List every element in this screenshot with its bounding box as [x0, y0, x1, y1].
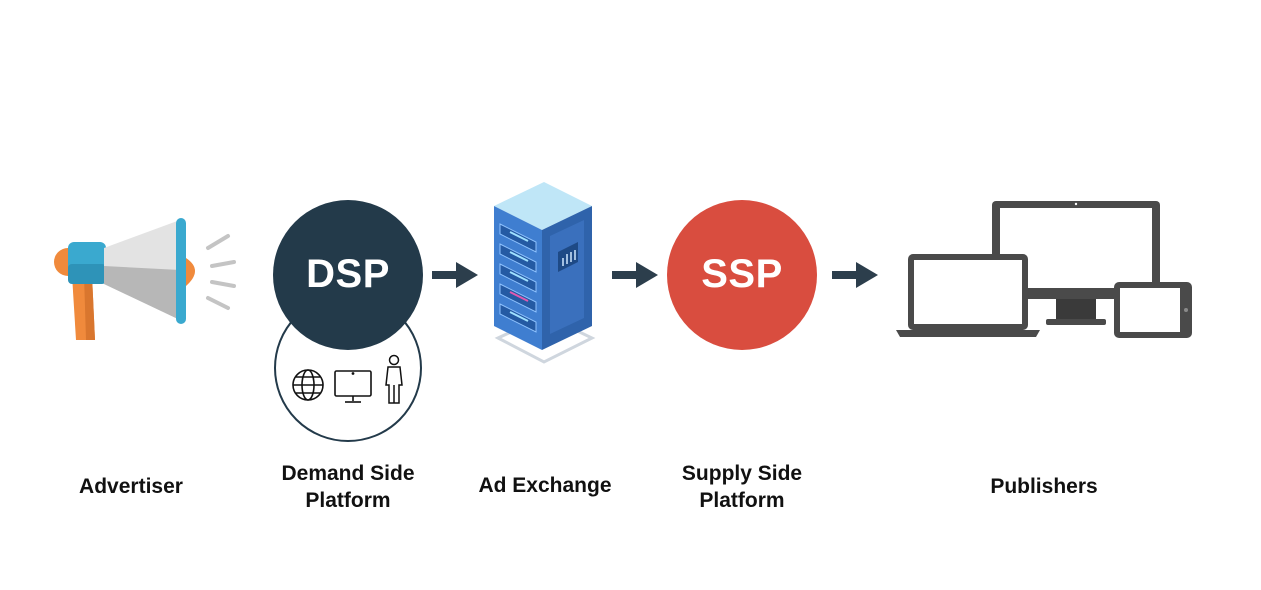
arrow-right-icon — [612, 262, 658, 288]
person-icon — [385, 354, 403, 404]
arrow-right-icon — [432, 262, 478, 288]
dsp-circle: DSP — [273, 200, 423, 350]
arrow-right-icon — [832, 262, 878, 288]
server-rack-icon — [494, 182, 596, 364]
publishers-label: Publishers — [990, 475, 1098, 498]
ssp-label: Supply Side Platform — [681, 462, 803, 512]
advertiser-label: Advertiser — [79, 475, 183, 498]
ssp-abbr: SSP — [701, 252, 783, 296]
advertiser-node — [40, 200, 250, 350]
publishers-node — [896, 198, 1196, 343]
exchange-node — [488, 178, 600, 372]
exchange-label: Ad Exchange — [478, 474, 612, 497]
devices-icon — [896, 201, 1192, 338]
megaphone-icon — [54, 218, 236, 340]
dsp-abbr: DSP — [306, 252, 390, 296]
ssp-circle: SSP — [667, 200, 817, 350]
monitor-icon — [334, 370, 372, 403]
globe-icon — [292, 369, 324, 401]
dsp-label: Demand Side Platform — [281, 462, 415, 512]
